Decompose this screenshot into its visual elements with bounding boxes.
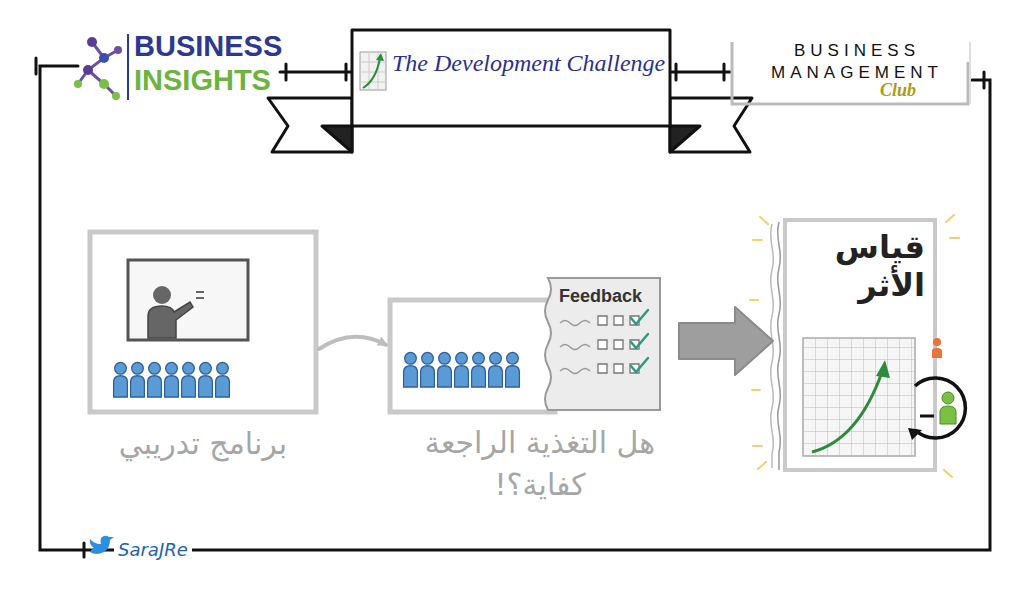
audience-part [421, 352, 435, 387]
impact-panel-part [803, 338, 915, 456]
feedback-panel-part [390, 300, 555, 412]
training-panel [90, 232, 316, 412]
audience-part [165, 362, 179, 397]
cycle-icon [908, 338, 965, 440]
training-panel-part [90, 232, 316, 412]
cycle-icon-part [940, 406, 956, 424]
author-handle: SaraJRe [114, 539, 192, 560]
audience-part [148, 362, 162, 397]
curved-arrow [319, 337, 386, 349]
audience-part [455, 352, 469, 387]
audience-part [131, 362, 145, 397]
chart-icon-part [363, 58, 380, 88]
title-banner [268, 30, 752, 152]
training-panel: برنامج تدريبي [90, 232, 316, 412]
molecule-logo-part [74, 80, 82, 88]
feedback-sheet: Feedback [545, 278, 657, 410]
audience-part [199, 362, 213, 397]
chart-icon-part [360, 52, 386, 90]
club-logo-frame-part [969, 42, 971, 104]
logo-text: BUSINESS [134, 30, 282, 63]
impact-panel-part [785, 220, 935, 470]
molecule-logo-part [78, 42, 118, 96]
feedback-sheet-part [545, 278, 660, 410]
audience-part [182, 362, 196, 397]
title-banner-part [352, 30, 670, 126]
feedback-panel [390, 300, 555, 412]
molecule-logo-part [112, 92, 120, 100]
impact-panel-part [812, 372, 882, 452]
outer-frame-part [40, 66, 990, 550]
impact-panel-part [803, 338, 915, 456]
audience-part [216, 362, 230, 397]
title-banner-part [670, 98, 752, 152]
molecule-logo-part [87, 37, 97, 47]
audience [114, 362, 230, 397]
title-banner-part [322, 126, 352, 152]
cycle-icon-part [920, 415, 934, 418]
node-text: برنامج تدريبي [60, 424, 346, 465]
cycle-icon-part [915, 378, 965, 438]
cycle-icon-part [908, 428, 922, 440]
molecule-logo [74, 34, 128, 100]
impact-panel-part [778, 222, 781, 470]
outer-frame-part [36, 58, 984, 557]
twitter-bird [90, 536, 114, 554]
outer-frame-part [280, 71, 352, 74]
club-logo-text: Club [880, 80, 916, 101]
audience [404, 352, 520, 387]
audience-part [404, 352, 418, 387]
cycle-icon-part [933, 338, 941, 346]
training-panel-part [148, 302, 193, 338]
logo-text: INSIGHTS [134, 64, 271, 97]
outer-frame-part [670, 71, 730, 74]
impact-panel: قياس الأثر [785, 220, 935, 470]
node-text: هل التغذية الراجعة كفاية؟! [375, 422, 705, 506]
feedback-panel: هل التغذية الراجعة كفاية؟!Feedback [390, 300, 555, 412]
club-logo-text: BUSINESS MANAGEMENT [746, 40, 968, 84]
audience-part [489, 352, 503, 387]
impact-panel-part [876, 360, 890, 378]
block-arrow [679, 307, 773, 375]
node-text: Feedback [559, 286, 653, 307]
feedback-sheet-part [560, 321, 590, 374]
molecule-logo-part [83, 65, 93, 75]
molecule-logo-part [114, 46, 122, 54]
node-text: قياس الأثر [800, 228, 925, 305]
cycle-icon-part [942, 392, 954, 404]
chart-icon-part [376, 53, 384, 61]
training-panel-part [128, 260, 248, 340]
training-panel-part [153, 286, 171, 304]
impact-panel [750, 215, 965, 477]
title-banner-part [670, 126, 700, 152]
outer-frame [36, 58, 990, 557]
chart-icon [360, 52, 386, 90]
molecule-logo-part [99, 53, 109, 63]
cycle-icon-part [932, 348, 942, 358]
training-panel-part [196, 292, 204, 298]
impact-panel-part [771, 224, 774, 468]
audience-part [506, 352, 520, 387]
molecule-logo-part [99, 79, 109, 89]
twitter-bird-part [90, 536, 114, 554]
molecule-logo-part [127, 34, 129, 100]
title-banner-part [268, 98, 352, 152]
feedback-sheet [545, 278, 660, 410]
feedback-sheet-part [631, 310, 648, 372]
banner-title: The Development Challenge [392, 50, 664, 94]
chart-icon-part [360, 52, 386, 90]
audience-part [472, 352, 486, 387]
audience-part [438, 352, 452, 387]
audience-part [114, 362, 128, 397]
